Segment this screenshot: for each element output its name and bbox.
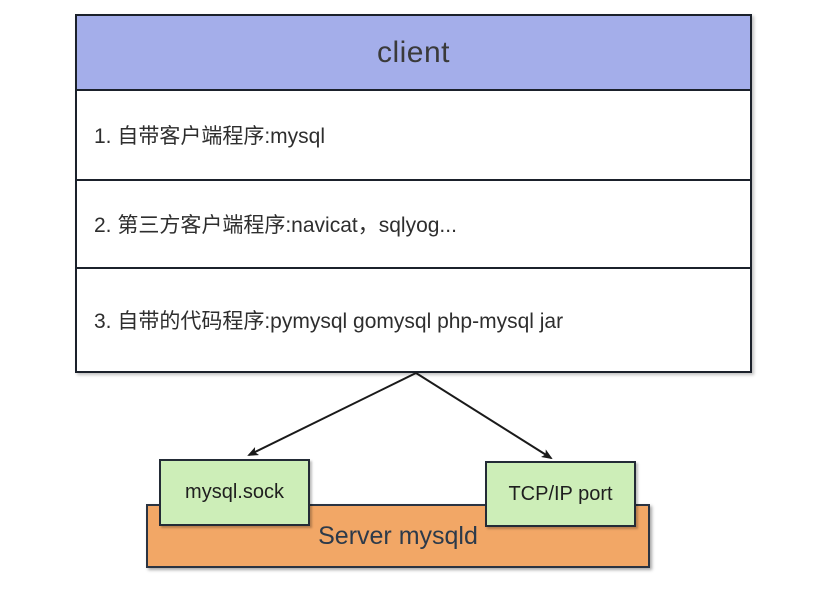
client-table: client 1. 自带客户端程序:mysql 2. 第三方客户端程序:navi…: [75, 14, 752, 373]
arrow-to-socket: [247, 372, 417, 456]
table-row-code-client: 3. 自带的代码程序:pymysql gomysql php-mysql jar: [94, 310, 564, 333]
endpoint-box-mysql-sock: mysql.sock: [159, 459, 310, 526]
server-mysqld-label: Server mysqld: [318, 521, 478, 550]
table-row-native-client: 1. 自带客户端程序:mysql: [77, 91, 750, 181]
endpoint-box-tcpip-port: TCP/IP port: [485, 461, 636, 527]
table-row-thirdparty-client: 2. 第三方客户端程序:navicat，sqlyog...: [77, 181, 750, 269]
mysql-sock-label: mysql.sock: [185, 481, 284, 503]
client-table-header: client: [77, 16, 750, 91]
arrow-to-tcp-port: [415, 372, 553, 460]
tcpip-port-label: TCP/IP port: [508, 482, 613, 505]
